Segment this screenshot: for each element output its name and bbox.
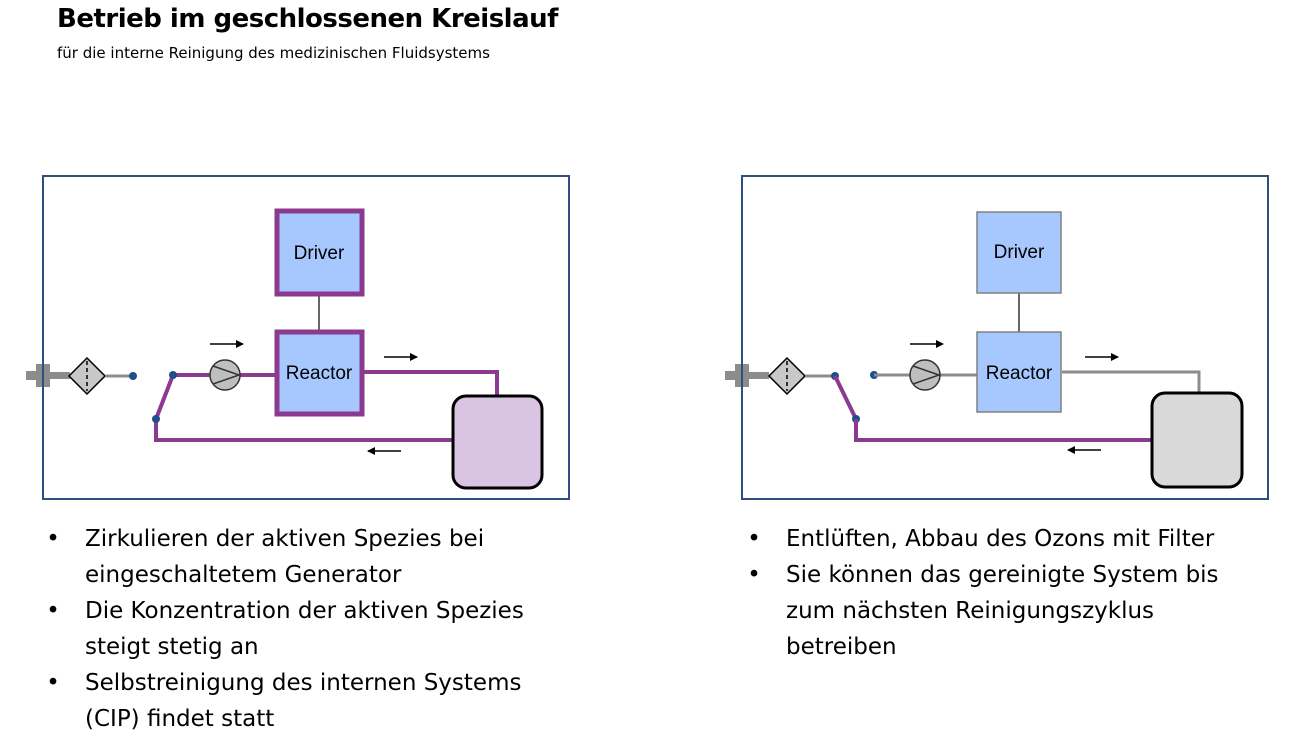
list-item: • Selbstreinigung des internen Systems (C… bbox=[43, 665, 583, 737]
pipe-reactor-tank bbox=[364, 370, 499, 396]
valve-node-top bbox=[169, 371, 177, 379]
bullet-text: Selbstreinigung des internen Systems (CI… bbox=[85, 670, 522, 732]
bullet-icon: • bbox=[46, 670, 60, 696]
valve-switch bbox=[833, 375, 858, 420]
page-subtitle: für die interne Reinigung des medizinisc… bbox=[57, 44, 490, 62]
pipe-tank-return bbox=[154, 419, 453, 442]
bullet-list-left: • Zirkulieren der aktiven Spezies bei ein… bbox=[43, 521, 583, 737]
list-item: • Entlüften, Abbau des Ozons mit Filter bbox=[744, 521, 1264, 557]
reactor-label: Reactor bbox=[986, 363, 1053, 384]
list-item: • Die Konzentration der aktiven Spezies s… bbox=[43, 593, 583, 665]
pump-icon bbox=[209, 359, 242, 391]
driver-label: Driver bbox=[994, 242, 1045, 263]
valve-node-inlet bbox=[129, 372, 137, 380]
bullet-icon: • bbox=[46, 598, 60, 624]
filter-icon bbox=[67, 356, 107, 396]
circuit-right: Driver Reactor bbox=[725, 211, 1244, 489]
valve-node-bottom bbox=[152, 415, 160, 423]
bullet-icon: • bbox=[747, 562, 761, 588]
inlet-connector-icon bbox=[725, 364, 769, 387]
bullet-text: Zirkulieren der aktiven Spezies bei eing… bbox=[85, 526, 485, 588]
tank-icon bbox=[1150, 391, 1244, 489]
list-item: • Zirkulieren der aktiven Spezies bei ein… bbox=[43, 521, 583, 593]
reactor-module bbox=[274, 329, 365, 417]
reactor-label: Reactor bbox=[286, 363, 353, 384]
pump-icon bbox=[909, 359, 942, 391]
bullet-text: Entlüften, Abbau des Ozons mit Filter bbox=[786, 526, 1215, 552]
driver-module bbox=[976, 211, 1062, 294]
driver-label: Driver bbox=[294, 243, 345, 264]
driver-module bbox=[274, 208, 365, 297]
pipe-reactor-tank bbox=[1062, 370, 1201, 393]
filter-icon bbox=[767, 356, 807, 396]
page-title: Betrieb im geschlossenen Kreislauf bbox=[57, 4, 558, 34]
inlet-connector-icon bbox=[26, 364, 70, 387]
bullet-icon: • bbox=[747, 526, 761, 552]
tank-icon bbox=[451, 394, 544, 490]
bullet-text: Sie können das gereinigte System bis zum… bbox=[786, 562, 1219, 660]
bullet-list-right: • Entlüften, Abbau des Ozons mit Filter •… bbox=[744, 521, 1264, 665]
reactor-module bbox=[976, 331, 1062, 413]
list-item: • Sie können das gereinigte System bis zu… bbox=[744, 557, 1264, 665]
valve-switch bbox=[154, 374, 175, 420]
bullet-icon: • bbox=[46, 526, 60, 552]
circuit-left: Driver Reactor bbox=[26, 208, 544, 490]
pipe-tank-return bbox=[854, 419, 1152, 442]
bullet-text: Die Konzentration der aktiven Spezies st… bbox=[85, 598, 524, 660]
